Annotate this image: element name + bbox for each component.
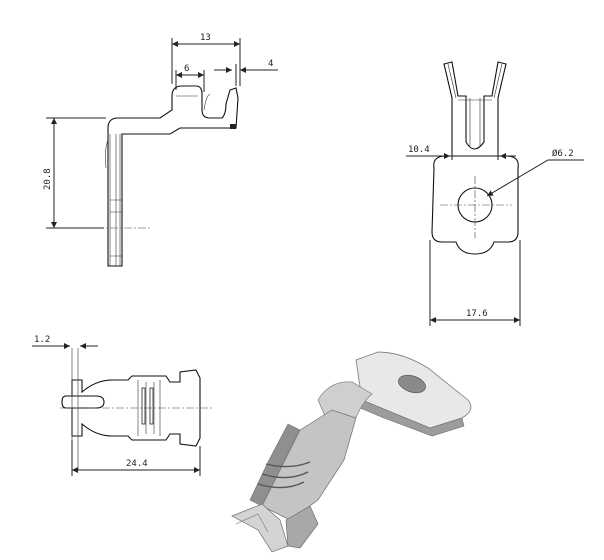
front-view-crimp xyxy=(443,61,507,157)
dim-17-6-extension xyxy=(429,240,521,326)
top-view-slot-1 xyxy=(141,387,146,425)
dim-6-label: 6 xyxy=(184,64,189,74)
top-view-slot-2 xyxy=(149,387,154,425)
iso-hole xyxy=(398,374,426,394)
dim-20-8-label: 20.8 xyxy=(43,168,53,190)
dim-20-8-extension xyxy=(46,117,106,229)
side-view-leg-marks xyxy=(110,199,122,257)
iso-plate-edge xyxy=(359,399,465,437)
dim-10-4-label: 10.4 xyxy=(408,145,430,155)
dim-24-4-extension xyxy=(71,440,201,476)
top-view: 1.2 24.4 xyxy=(32,335,212,476)
dim-13-extension xyxy=(171,38,241,86)
top-view-tab xyxy=(61,395,105,409)
front-view-crimp-lines xyxy=(447,63,503,146)
iso-serrations xyxy=(257,461,311,489)
side-view: 13 6 4 20.8 xyxy=(43,33,278,267)
dim-24-4-label: 24.4 xyxy=(126,459,148,469)
dim-1-2-label: 1.2 xyxy=(34,335,50,345)
dim-17-6-label: 17.6 xyxy=(466,309,488,319)
dim-hole-label: Ø6.2 xyxy=(552,148,574,159)
dim-13-label: 13 xyxy=(200,33,211,43)
dim-4-label: 4 xyxy=(268,59,273,69)
dim-10-4-extension xyxy=(451,150,499,160)
dim-hole-leader xyxy=(486,159,584,197)
front-view-centerlines xyxy=(440,176,512,238)
iso-wing-line xyxy=(235,513,269,533)
side-view-tip-mark xyxy=(230,124,236,129)
side-view-slot-lines xyxy=(176,93,211,111)
iso-view xyxy=(231,351,472,553)
iso-wing-right xyxy=(285,505,319,549)
front-view: 10.4 Ø6.2 17.6 xyxy=(406,61,584,326)
side-view-body xyxy=(107,85,239,267)
side-view-bend xyxy=(105,139,109,169)
